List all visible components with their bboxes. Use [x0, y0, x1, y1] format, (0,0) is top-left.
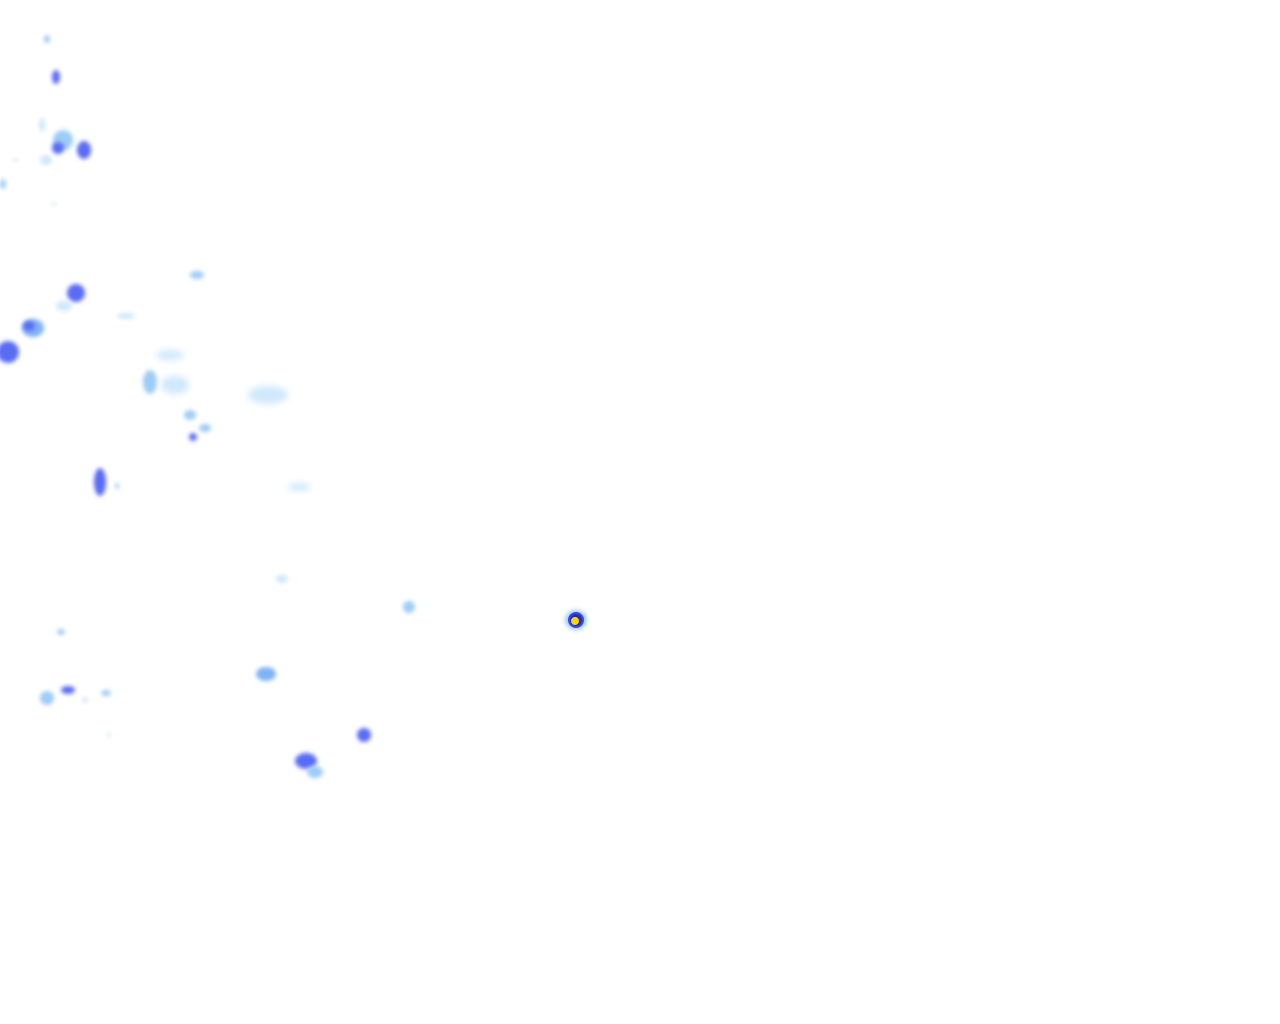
precipitation-cell: [52, 142, 64, 154]
precipitation-cell: [0, 179, 6, 189]
precipitation-cell: [23, 321, 35, 331]
precipitation-cell: [107, 733, 111, 737]
precipitation-cell: [40, 691, 54, 705]
precipitation-cell: [67, 284, 85, 302]
precipitation-cell: [101, 690, 111, 696]
precipitation-cell: [39, 118, 45, 132]
precipitation-cell: [143, 370, 157, 394]
precipitation-cell: [82, 697, 88, 703]
precipitation-cell: [94, 468, 106, 496]
precipitation-cell: [44, 35, 50, 43]
precipitation-cell: [52, 70, 60, 84]
precipitation-cell: [248, 386, 288, 404]
precipitation-cell: [199, 424, 211, 432]
precipitation-cell: [13, 158, 17, 162]
precipitation-cell: [117, 313, 135, 319]
intense-storm-cell: [565, 610, 587, 630]
precipitation-cell: [115, 483, 119, 489]
precipitation-cell: [403, 601, 415, 613]
precipitation-cell: [184, 410, 196, 420]
precipitation-cell: [190, 271, 204, 279]
precipitation-cell: [295, 753, 317, 769]
precipitation-cell: [156, 350, 184, 360]
precipitation-cell: [52, 202, 56, 206]
precipitation-cell: [77, 141, 91, 159]
precipitation-cell: [307, 766, 323, 778]
precipitation-cell: [288, 483, 310, 491]
precipitation-cell: [256, 667, 276, 681]
storm-ring: [571, 617, 579, 625]
precipitation-cell: [161, 376, 189, 394]
precipitation-cell: [40, 155, 52, 165]
precipitation-cell: [56, 301, 72, 311]
precipitation-cell: [189, 433, 197, 441]
precipitation-cell: [276, 575, 288, 583]
precipitation-cell: [357, 728, 371, 742]
precipitation-cells: [0, 35, 587, 778]
precipitation-cell: [0, 341, 19, 363]
precipitation-cell: [57, 629, 65, 635]
precipitation-cell: [61, 686, 75, 694]
